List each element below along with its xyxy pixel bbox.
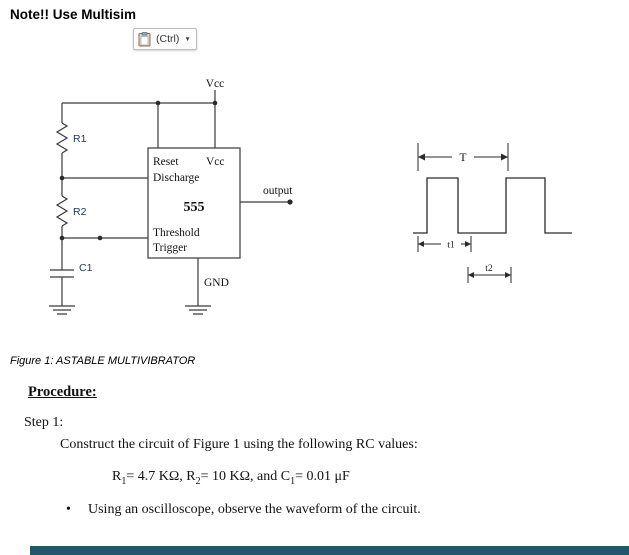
period-label: T xyxy=(459,152,466,164)
paste-options-button[interactable]: (Ctrl) ▼ xyxy=(133,28,197,50)
rc-values-subscript: 1 xyxy=(121,475,127,487)
t2-label: t2 xyxy=(485,264,493,274)
dropdown-caret-icon: ▼ xyxy=(184,35,191,43)
circuit-junction-dots xyxy=(59,100,293,241)
rc-values-part: = 0.01 μF xyxy=(295,469,350,484)
ground-symbol-chip xyxy=(185,305,211,315)
waveform-diagram: T t1 t2 xyxy=(413,143,572,283)
period-T-marker: T xyxy=(417,143,509,171)
figure-caption: Figure 1: ASTABLE MULTIVIBRATOR xyxy=(10,355,196,367)
chip-pin-reset: Reset xyxy=(153,156,179,168)
ground-symbol-left xyxy=(49,305,75,315)
r1-label: R1 xyxy=(73,133,87,145)
rc-values-part: = 4.7 KΩ, R xyxy=(126,469,196,484)
bullet-text: Using an oscilloscope, observe the wavef… xyxy=(88,502,421,517)
paste-options-label: (Ctrl) xyxy=(156,33,180,45)
chip-pin-vcc: Vcc xyxy=(206,156,225,168)
output-node-dot xyxy=(287,199,293,205)
procedure-heading: Procedure: xyxy=(28,384,97,400)
circuit-wires xyxy=(49,90,290,315)
rc-values-subscript: 2 xyxy=(195,475,201,487)
chip-name: 555 xyxy=(184,200,205,215)
chip-pin-gnd: GND xyxy=(204,277,229,289)
step-instruction: Construct the circuit of Figure 1 using … xyxy=(60,437,418,452)
r2-label: R2 xyxy=(73,206,87,218)
chip-pin-threshold: Threshold xyxy=(153,227,200,239)
rc-values-subscript: 1 xyxy=(290,475,296,487)
chip-pin-trigger: Trigger xyxy=(153,242,187,254)
circuit-diagram: Vcc R1 R2 C1 Reset Vcc Discharge 555 Thr… xyxy=(49,78,293,315)
timer-555-chip xyxy=(147,147,241,259)
bullet-item: • Using an oscilloscope, observe the wav… xyxy=(66,502,421,518)
clipboard-paste-icon xyxy=(138,31,151,46)
resistor-r1-symbol xyxy=(55,122,69,154)
t1-marker: t1 xyxy=(417,236,472,252)
t2-marker: t2 xyxy=(467,264,512,283)
square-wave-trace xyxy=(413,177,572,234)
bullet-glyph: • xyxy=(66,502,71,517)
rc-values-part: = 10 KΩ, and C xyxy=(200,469,291,484)
rc-values-part: R xyxy=(112,469,122,484)
table-header-bar xyxy=(30,546,629,555)
step-label: Step 1: xyxy=(24,415,64,430)
resistor-r2-symbol xyxy=(55,195,69,227)
vcc-supply-label: Vcc xyxy=(206,78,225,90)
output-label: output xyxy=(263,185,293,197)
circuit-labels: Vcc R1 R2 C1 Reset Vcc Discharge 555 Thr… xyxy=(73,78,293,289)
chip-pin-discharge: Discharge xyxy=(153,172,199,184)
c1-label: C1 xyxy=(79,262,93,274)
rc-values-line: R1= 4.7 KΩ, R2= 10 KΩ, and C1= 0.01 μF xyxy=(112,469,350,487)
note-title: Note!! Use Multisim xyxy=(10,7,137,22)
t1-label: t1 xyxy=(447,241,455,251)
